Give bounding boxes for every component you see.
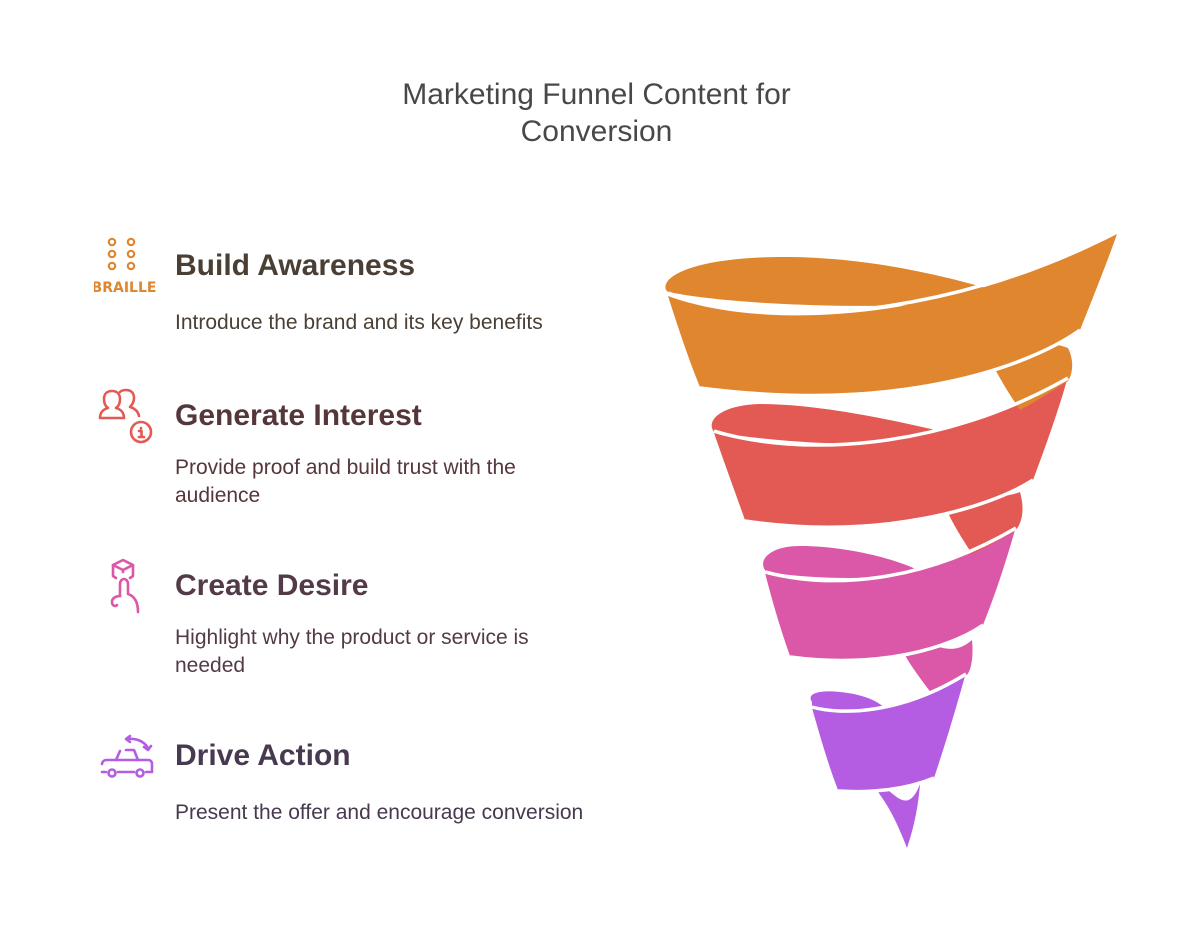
stage-title: Create Desire [175, 569, 369, 602]
stage-title: Drive Action [175, 739, 351, 772]
svg-text:BRAILLE: BRAILLE [94, 280, 156, 296]
braille-icon: BRAILLE [94, 237, 156, 296]
title-line-1: Marketing Funnel Content for [402, 78, 791, 111]
diagram-title: Marketing Funnel Content for Conversion [0, 76, 1193, 150]
stage-description: Present the offer and encourage conversi… [175, 801, 584, 824]
funnel-separators [667, 230, 1118, 794]
funnel-band-generate-interest [711, 380, 1067, 554]
stage-description: Highlight why the product or service is … [175, 626, 529, 677]
car-exchange-icon [100, 734, 154, 778]
stage-title: Build Awareness [175, 249, 416, 282]
hand-box-icon [110, 558, 140, 614]
stage-description: Introduce the brand and its key benefits [175, 311, 543, 334]
title-line-2: Conversion [520, 115, 673, 148]
funnel-band-create-desire [763, 530, 1015, 694]
users-info-icon [98, 388, 153, 444]
stage-title: Generate Interest [175, 399, 422, 432]
stage-description: Provide proof and build trust with the a… [175, 456, 516, 507]
funnel-band-build-awareness [665, 234, 1117, 410]
funnel-band-drive-action [810, 676, 965, 848]
